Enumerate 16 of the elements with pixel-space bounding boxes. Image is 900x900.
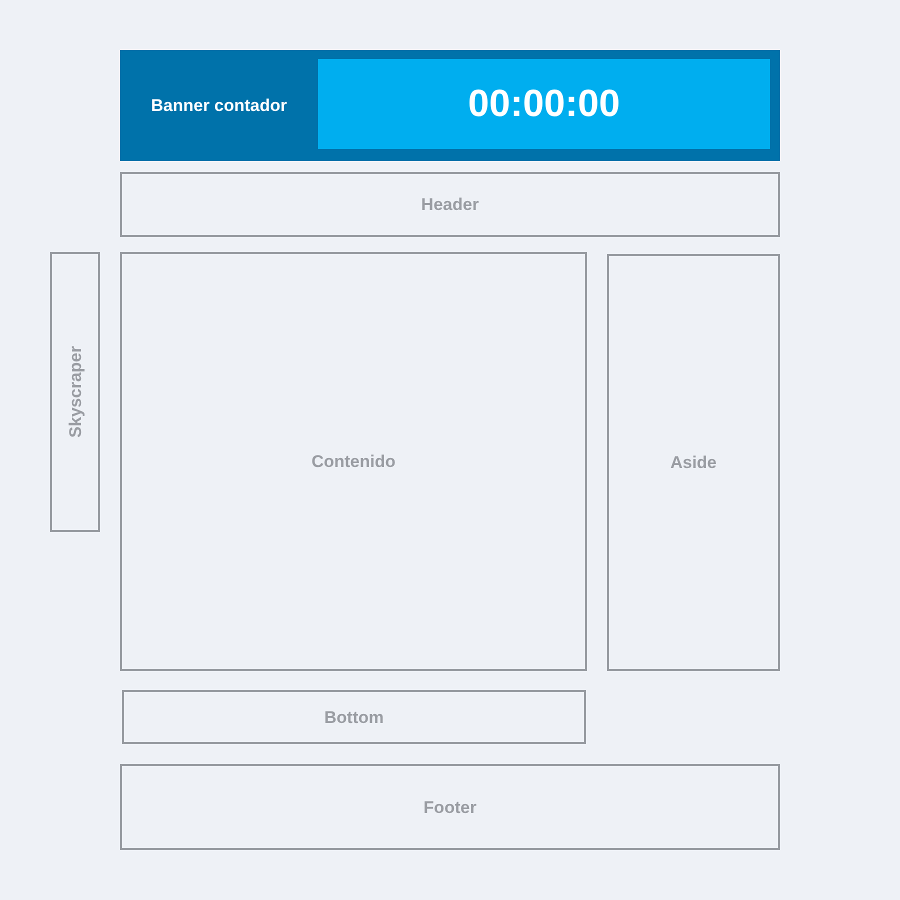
footer-box (120, 764, 780, 850)
section-label: Contenido (311, 453, 396, 470)
banner-label: Banner contador (150, 94, 288, 117)
content-box (120, 252, 587, 671)
section-label: Bottom (324, 708, 384, 726)
section-label: Skyscraper (66, 346, 84, 438)
counter-panel (318, 59, 770, 149)
section-label: Aside (670, 454, 717, 471)
aside-box (607, 254, 780, 671)
section-label: Header (421, 196, 479, 213)
header-box (120, 172, 780, 237)
skyscraper-box (50, 252, 100, 532)
section-label: Footer (424, 798, 476, 816)
bottom-box (122, 690, 586, 744)
countdown-timer: 00:00:00 (468, 85, 620, 123)
banner-panel (120, 50, 780, 161)
